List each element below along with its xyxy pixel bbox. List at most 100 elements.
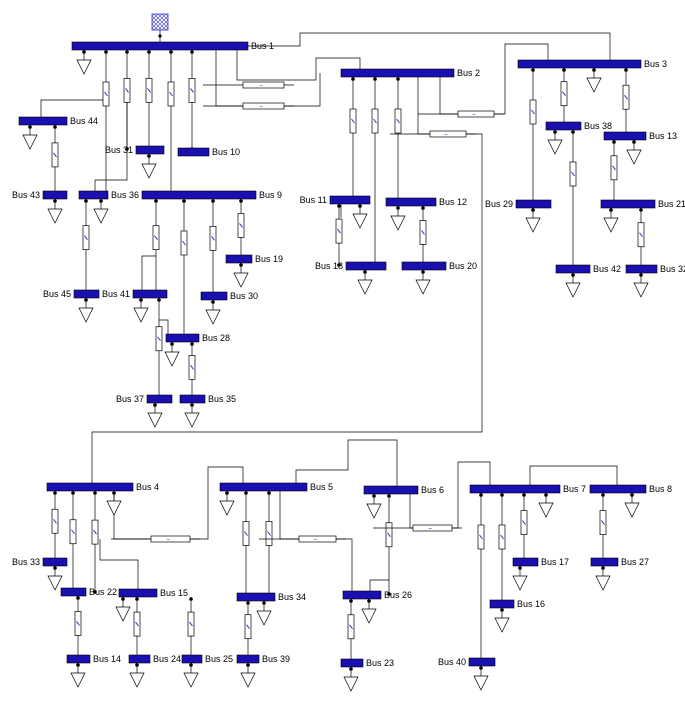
line-breaker[interactable]	[498, 493, 506, 605]
line-breaker[interactable]	[335, 204, 343, 267]
line-breaker[interactable]	[599, 493, 607, 563]
busbar-bus25[interactable]: Bus 25	[181, 654, 233, 664]
line-breaker[interactable]	[637, 208, 645, 270]
busbar-bus33[interactable]: Bus 33	[12, 557, 68, 567]
line-breaker[interactable]	[560, 68, 568, 127]
line-breaker[interactable]	[133, 597, 141, 660]
line-breaker[interactable]	[180, 199, 188, 339]
line-breaker[interactable]	[51, 125, 59, 196]
busbar-bus7[interactable]: Bus 7	[469, 484, 586, 494]
busbar-bus32[interactable]: Bus 32	[625, 264, 685, 274]
busbar-bus11[interactable]: Bus 11	[300, 195, 371, 205]
line-breaker[interactable]	[74, 596, 82, 660]
line-breaker[interactable]	[569, 130, 577, 270]
line-breaker[interactable]	[167, 50, 175, 196]
busbar-bus22[interactable]: Bus 22	[60, 587, 117, 597]
bus-label: Bus 36	[111, 190, 139, 200]
busbar-bus44[interactable]: Bus 44	[18, 116, 98, 126]
line-breaker[interactable]	[529, 68, 537, 205]
line-breaker[interactable]	[419, 206, 427, 267]
line-breaker[interactable]	[187, 597, 195, 660]
line-breaker[interactable]	[242, 491, 250, 598]
busbar-bus17[interactable]: Bus 17	[512, 557, 569, 567]
line-breaker[interactable]	[145, 50, 153, 151]
external-grid-icon[interactable]	[151, 13, 169, 43]
busbar-bus1[interactable]: Bus 1	[71, 41, 274, 51]
busbar-bus16[interactable]: Bus 16	[489, 599, 545, 609]
busbar-bus26[interactable]: Bus 26	[342, 590, 412, 600]
bus-label: Bus 39	[262, 654, 290, 664]
load-triangle-icon	[22, 125, 38, 150]
load-triangle-icon	[624, 493, 640, 518]
busbar-bus15[interactable]: Bus 15	[118, 588, 188, 598]
line-breaker[interactable]	[188, 342, 196, 400]
line-breaker[interactable]	[82, 199, 90, 295]
line-breaker[interactable]	[209, 199, 217, 297]
line-breaker[interactable]: ~	[203, 102, 294, 111]
busbar-bus2[interactable]: Bus 2	[340, 68, 480, 78]
busbar-bus4[interactable]: Bus 4	[46, 482, 159, 492]
busbar-bus43[interactable]: Bus 43	[12, 190, 68, 200]
line-breaker[interactable]: ~	[259, 535, 346, 544]
busbar-bus14[interactable]: Bus 14	[66, 654, 121, 664]
line-breaker[interactable]	[155, 298, 163, 400]
busbar-bus39[interactable]: Bus 39	[236, 654, 290, 664]
busbar-bus5[interactable]: Bus 5	[219, 482, 333, 492]
busbar-bus27[interactable]: Bus 27	[590, 557, 649, 567]
line-breaker[interactable]: ~	[390, 130, 476, 139]
busbar-bus28[interactable]: Bus 28	[165, 333, 230, 343]
busbar-bus23[interactable]: Bus 23	[340, 658, 394, 668]
load-triangle-icon	[547, 130, 563, 155]
busbar-bus18[interactable]: Bus 18	[315, 261, 387, 271]
busbar-bus10[interactable]: Bus 10	[177, 147, 240, 157]
line-breaker[interactable]	[91, 491, 99, 594]
bus-label: Bus 10	[212, 147, 240, 157]
busbar-bus45[interactable]: Bus 45	[43, 289, 100, 299]
busbar-bus41[interactable]: Bus 41	[102, 289, 168, 299]
line-breaker[interactable]	[477, 493, 485, 663]
line-breaker[interactable]: ~	[203, 81, 294, 90]
busbar-bus38[interactable]: Bus 38	[545, 121, 612, 131]
busbar-bus34[interactable]: Bus 34	[236, 592, 306, 602]
line-breaker[interactable]	[123, 50, 131, 151]
line-breaker[interactable]: ~	[373, 524, 462, 533]
busbar-bus35[interactable]: Bus 35	[179, 394, 236, 404]
busbar-bus13[interactable]: Bus 13	[603, 131, 677, 141]
line-breaker[interactable]	[244, 601, 252, 660]
busbar-bus3[interactable]: Bus 3	[517, 59, 667, 69]
line-breaker[interactable]	[69, 491, 77, 593]
busbar-bus12[interactable]: Bus 12	[385, 197, 467, 207]
line-breaker[interactable]	[610, 140, 618, 205]
busbar-bus6[interactable]: Bus 6	[363, 485, 444, 495]
line-breaker[interactable]: ~	[111, 535, 200, 544]
line-breaker[interactable]	[102, 50, 110, 196]
busbar-bus9[interactable]: Bus 9	[141, 190, 282, 200]
line-breaker[interactable]	[188, 50, 196, 151]
line-breaker[interactable]	[152, 199, 160, 295]
line-breaker[interactable]: ~	[418, 110, 504, 119]
busbar-bus31[interactable]: Bus 31	[105, 145, 165, 155]
busbar-bus30[interactable]: Bus 30	[200, 291, 258, 301]
line-breaker[interactable]	[347, 599, 355, 664]
busbar-bus20[interactable]: Bus 20	[401, 261, 477, 271]
busbar-bus37[interactable]: Bus 37	[116, 394, 173, 404]
line-breaker[interactable]	[265, 491, 273, 598]
busbar-bus40[interactable]: Bus 40	[438, 657, 496, 667]
busbar-bus36[interactable]: Bus 36	[78, 190, 139, 200]
line-breaker[interactable]	[394, 77, 402, 203]
line-breaker[interactable]	[385, 494, 393, 596]
line-breaker[interactable]	[51, 491, 59, 563]
line-breaker[interactable]	[237, 199, 245, 260]
busbar-bus24[interactable]: Bus 24	[128, 654, 181, 664]
busbar-bus29[interactable]: Bus 29	[485, 199, 552, 209]
busbar-bus42[interactable]: Bus 42	[555, 264, 621, 274]
line-breaker[interactable]	[622, 68, 630, 137]
busbar-bus19[interactable]: Bus 19	[225, 254, 283, 264]
bus-label: Bus 13	[649, 131, 677, 141]
line-breaker[interactable]	[371, 77, 379, 267]
busbar-bus21[interactable]: Bus 21	[600, 199, 685, 209]
busbar-bus8[interactable]: Bus 8	[589, 484, 672, 494]
line-breaker[interactable]	[520, 493, 528, 563]
connection-wire	[529, 465, 618, 489]
line-breaker[interactable]	[349, 77, 357, 201]
